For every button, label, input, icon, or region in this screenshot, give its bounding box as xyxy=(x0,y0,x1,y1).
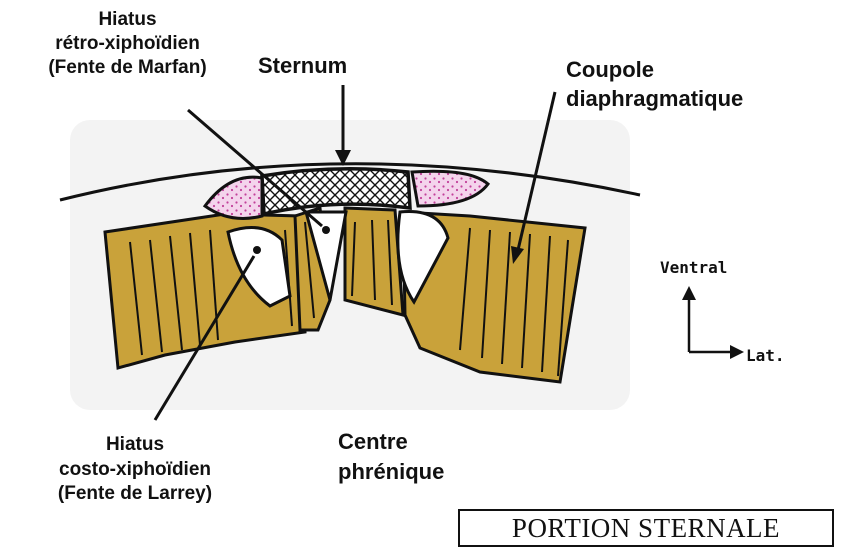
label-line: costo-xiphoïdien xyxy=(5,458,265,483)
arrow-up-icon xyxy=(682,286,696,300)
label-line: Hiatus xyxy=(0,8,255,32)
label-line: (Fente de Marfan) xyxy=(0,56,255,80)
hiatus-costo-dot xyxy=(253,246,261,254)
label-line: phrénique xyxy=(338,457,444,487)
label-line: Coupole xyxy=(566,56,743,85)
hiatus-retro-dot xyxy=(322,226,330,234)
label-line: diaphragmatique xyxy=(566,85,743,114)
arrow-right-icon xyxy=(730,345,744,359)
label-line: Centre xyxy=(338,427,444,457)
label-centre-phrenique: Centre phrénique xyxy=(338,427,444,486)
label-hiatus-retro-xiphoidien: Hiatus rétro-xiphoïdien (Fente de Marfan… xyxy=(0,8,255,79)
label-ventral: Ventral xyxy=(660,258,727,277)
label-line: rétro-xiphoïdien xyxy=(0,32,255,56)
label-sternum: Sternum xyxy=(258,52,347,80)
label-lateral: Lat. xyxy=(746,346,785,365)
label-hiatus-costo-xiphoidien: Hiatus costo-xiphoïdien (Fente de Larrey… xyxy=(5,433,265,507)
orientation-axes xyxy=(689,296,733,352)
section-title-box: PORTION STERNALE xyxy=(458,509,834,547)
label-line: (Fente de Larrey) xyxy=(5,482,265,507)
label-line: Hiatus xyxy=(5,433,265,458)
label-coupole-diaphragmatique: Coupole diaphragmatique xyxy=(566,56,743,113)
